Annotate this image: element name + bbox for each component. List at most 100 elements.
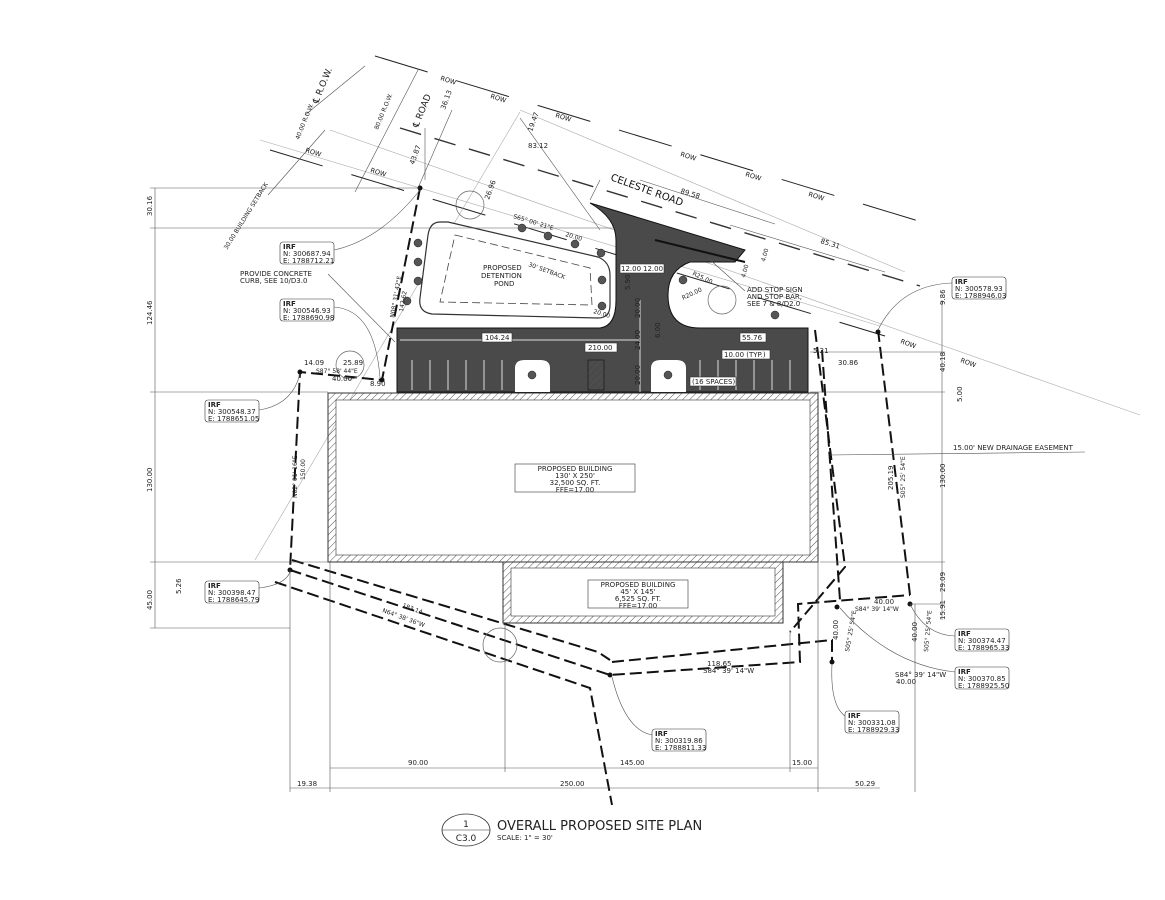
dimension-label: 19.47 <box>526 111 540 133</box>
sheet-number: C3.0 <box>456 834 477 844</box>
dimension-label: 40.00 <box>911 622 919 642</box>
dimension-label: 210.00 <box>588 344 613 352</box>
dimension-label: 205.19 <box>887 466 895 491</box>
dim-145: 145.00 <box>620 759 645 767</box>
row-width-80: 80.00 R.O.W. <box>373 92 394 130</box>
pond-label: PROPOSED <box>483 264 522 272</box>
dimension-label: IRF <box>848 712 861 720</box>
dimension-label: S05° 25' 54"E <box>844 610 858 653</box>
dimension-label: R20.00 <box>681 286 703 301</box>
stop-sign-note: ADD STOP SIGN <box>747 286 803 294</box>
dimension-label: IRF <box>958 668 971 676</box>
dimension-label: E: 1788929.33 <box>848 726 899 734</box>
dimension-label: E: 1788946.03 <box>955 292 1006 300</box>
dimension-label: 20.00 <box>634 298 642 318</box>
row-label: ROW <box>554 111 572 124</box>
dimension-label: 6.00 <box>654 322 662 338</box>
dimension-label: (16 SPACES) <box>692 378 735 386</box>
building-2-label-box <box>587 579 689 609</box>
parking-lot-pavement <box>396 202 809 393</box>
dimension-label: N: 300374.47 <box>958 637 1006 645</box>
building-2-size: 45' X 145' <box>620 588 655 596</box>
pond-label: DETENTION <box>481 272 522 280</box>
dim-90: 90.00 <box>408 759 428 767</box>
detail-number: 1 <box>463 820 469 830</box>
building-1-ffe: FFE=17.00 <box>556 486 594 494</box>
row-width-40: 40.00 R.O.W. <box>294 102 315 140</box>
building-setback-label: 30.00 BUILDING SETBACK <box>223 181 271 251</box>
row-label: ROW <box>744 170 762 183</box>
dimension-label: N: 300687.94 <box>283 250 331 258</box>
pond-setback-line <box>439 234 593 306</box>
row-label: ROW <box>899 337 917 350</box>
curb-note: CURB, SEE 10/D3.0 <box>240 277 307 285</box>
dimension-label: 85.31 <box>819 237 841 251</box>
dimension-label: N: 300370.85 <box>958 675 1006 683</box>
dimension-label: IRF <box>208 582 221 590</box>
dimension-label: E: 1788925.50 <box>958 682 1009 690</box>
building-2-ffe: FFE=17.00 <box>619 602 657 610</box>
road-right-of-way <box>254 55 1141 561</box>
dimension-label: N: 300546.93 <box>283 307 331 315</box>
road-centerline-label: ℄ ROAD <box>411 93 434 130</box>
drawing-title: OVERALL PROPOSED SITE PLAN <box>497 819 702 834</box>
dimension-label: 4.00 <box>740 264 750 279</box>
dimension-label: 83.12 <box>528 142 548 150</box>
dim-40-18: 40.18 <box>939 352 947 372</box>
dimension-label: S87° 58' 44"E <box>316 368 358 375</box>
row-label: ROW <box>679 150 697 163</box>
row-label: ROW <box>439 74 457 87</box>
dimension-label: IRF <box>955 278 968 286</box>
dimension-label: 10.00 (TYP.) <box>724 351 766 359</box>
dim-5-26: 5.26 <box>175 578 183 594</box>
detention-pond <box>419 221 611 319</box>
dimension-label: N02° 01' 16"E <box>292 455 299 498</box>
dimension-label: S05° 25' 54"E <box>900 456 907 498</box>
left-dimension-chain <box>150 187 615 629</box>
dim-5-00: 5.00 <box>956 386 964 402</box>
dimension-label: 12.00 <box>621 265 641 273</box>
dimension-label: IRF <box>283 300 296 308</box>
row-label: ROW <box>489 92 507 105</box>
dimension-label: 8.90 <box>370 380 386 388</box>
row-label: ROW <box>959 356 977 369</box>
dimension-label: S84° 39' 14"W <box>703 667 754 675</box>
building-1-label-box <box>514 463 636 493</box>
dimension-label: 4.00 <box>760 248 770 263</box>
curb-note: PROVIDE CONCRETE <box>240 270 312 278</box>
stop-sign-note: SEE 7 & 8/D2.0 <box>747 300 800 308</box>
dim-130-left: 130.00 <box>146 468 154 493</box>
dim-30-16: 30.16 <box>146 195 154 216</box>
dimension-label: 40.00 <box>896 678 916 686</box>
bottom-dimension-chain <box>289 562 916 792</box>
dimension-label: 40.00 <box>874 598 894 606</box>
dimension-label: 142.62 <box>398 290 409 312</box>
dim-15-91: 15.91 <box>939 600 947 620</box>
dim-29-09: 29.09 <box>939 572 947 592</box>
drawing-scale: SCALE: 1" = 30' <box>497 834 553 842</box>
dimension-label: S84° 39' 14"W <box>895 671 946 679</box>
dimension-label: E: 1788645.79 <box>208 596 259 604</box>
dimension-label: E: 1788651.05 <box>208 415 259 423</box>
dimension-label: 26.96 <box>483 179 498 201</box>
drawing-title-block: 1 C3.0 OVERALL PROPOSED SITE PLAN SCALE:… <box>441 813 702 847</box>
dim-19-38: 19.38 <box>297 780 317 788</box>
building-1-size: 130' X 250' <box>555 472 595 480</box>
dimension-label: N: 300331.08 <box>848 719 896 727</box>
building-2-area: 6,525 SQ. FT. <box>615 595 661 603</box>
building-2-label: PROPOSED BUILDING <box>601 581 676 589</box>
dimension-label: 30.86 <box>838 359 859 367</box>
tree-canopies <box>335 190 737 663</box>
dim-45: 45.00 <box>146 590 154 610</box>
pond-label: POND <box>494 280 514 288</box>
dim-130-right: 130.00 <box>939 464 947 489</box>
stop-bar <box>654 239 746 263</box>
dimension-label: E: 1788690.98 <box>283 314 334 322</box>
dimension-label: 5.90 <box>624 274 632 290</box>
building-1-label: PROPOSED BUILDING <box>538 465 613 473</box>
dimension-label: 20.00 <box>634 365 642 385</box>
dim-9-86: 9.86 <box>939 289 947 305</box>
dimension-label: IRF <box>283 243 296 251</box>
dimension-label: 40.00 <box>332 375 352 383</box>
